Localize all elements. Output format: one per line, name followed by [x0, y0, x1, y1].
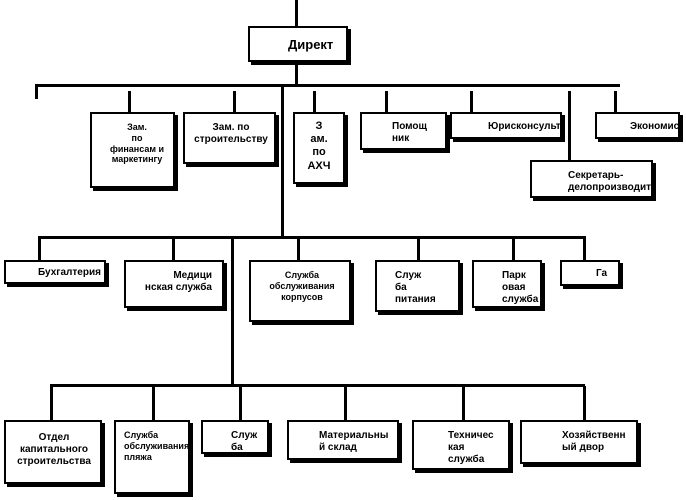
connector-line: [295, 62, 298, 86]
connector-line: [239, 386, 242, 420]
economist-label: Экономист: [630, 121, 680, 132]
housing-service-label: Служба обслуживания корпусов: [269, 270, 335, 302]
connector-line: [172, 238, 175, 260]
park-service-box: Парк овая служба: [472, 260, 542, 308]
catering-service-label: Служ ба питания: [395, 270, 436, 305]
capital-construction-box: Отдел капитального строительства: [4, 420, 102, 484]
utility-yard-label: Хозяйственн ый двор: [562, 430, 626, 453]
connector-line: [583, 238, 586, 260]
deputy-ahch-box: З ам. по АХЧ: [293, 112, 345, 184]
service-label: Служ ба: [231, 430, 258, 453]
technical-service-box: Техничес кая служба: [412, 420, 510, 470]
technical-service-label: Техничес кая служба: [448, 430, 494, 465]
connector-line: [462, 386, 465, 420]
director-label: Директ: [288, 37, 334, 52]
connector-line: [128, 91, 131, 112]
assistant-label: Помощ ник: [392, 121, 427, 144]
legal-counsel-label: Юрисконсульт: [488, 121, 561, 132]
secretary-box: Секретарь- делопроизводитель: [530, 160, 653, 198]
legal-counsel-box: Юрисконсульт: [450, 112, 562, 139]
deputy-finance-label: Зам. по финансам и маркетингу: [109, 122, 165, 165]
deputy-ahch-label: З ам. по АХЧ: [307, 120, 331, 172]
secretary-label: Секретарь- делопроизводитель: [568, 170, 651, 193]
medical-service-box: Медици нская служба: [124, 260, 224, 308]
capital-construction-label: Отдел капитального строительства: [17, 432, 91, 467]
utility-yard-box: Хозяйственн ый двор: [520, 420, 638, 464]
connector-line: [35, 84, 38, 99]
economist-box: Экономист: [595, 112, 680, 139]
connector-line: [297, 238, 300, 260]
catering-service-box: Служ ба питания: [375, 260, 460, 312]
connector-line: [614, 91, 617, 112]
beach-service-box: Служба обслуживания пляжа: [114, 420, 190, 494]
connector-line: [38, 236, 586, 239]
accounting-box: Бухгалтерия: [4, 260, 106, 284]
deputy-finance-box: Зам. по финансам и маркетингу: [90, 112, 175, 188]
director-box: Директ: [248, 26, 348, 62]
connector-line: [295, 0, 298, 28]
connector-line: [512, 238, 515, 260]
connector-line: [313, 91, 316, 112]
assistant-box: Помощ ник: [360, 112, 447, 150]
connector-line: [385, 91, 388, 112]
connector-line: [231, 238, 234, 386]
deputy-construction-box: Зам. по строительству: [183, 112, 276, 164]
connector-line: [583, 386, 586, 420]
beach-service-label: Служба обслуживания пляжа: [124, 430, 190, 462]
garage-label: Га: [596, 268, 608, 279]
connector-line: [470, 91, 473, 112]
connector-line: [38, 236, 41, 260]
medical-service-label: Медици нская служба: [144, 270, 212, 293]
park-service-label: Парк овая служба: [502, 270, 539, 305]
deputy-construction-label: Зам. по строительству: [194, 122, 268, 145]
warehouse-box: Материальны й склад: [287, 420, 399, 460]
garage-box: Га: [560, 260, 620, 286]
service-box: Служ ба: [201, 420, 269, 454]
connector-line: [417, 238, 420, 260]
connector-line: [50, 384, 585, 387]
connector-line: [50, 384, 53, 420]
housing-service-box: Служба обслуживания корпусов: [249, 260, 351, 322]
warehouse-label: Материальны й склад: [319, 430, 389, 453]
connector-line: [568, 91, 571, 161]
connector-line: [233, 91, 236, 112]
connector-line: [344, 386, 347, 420]
connector-line: [281, 86, 284, 238]
connector-line: [35, 84, 620, 87]
connector-line: [152, 386, 155, 420]
accounting-label: Бухгалтерия: [38, 267, 101, 278]
